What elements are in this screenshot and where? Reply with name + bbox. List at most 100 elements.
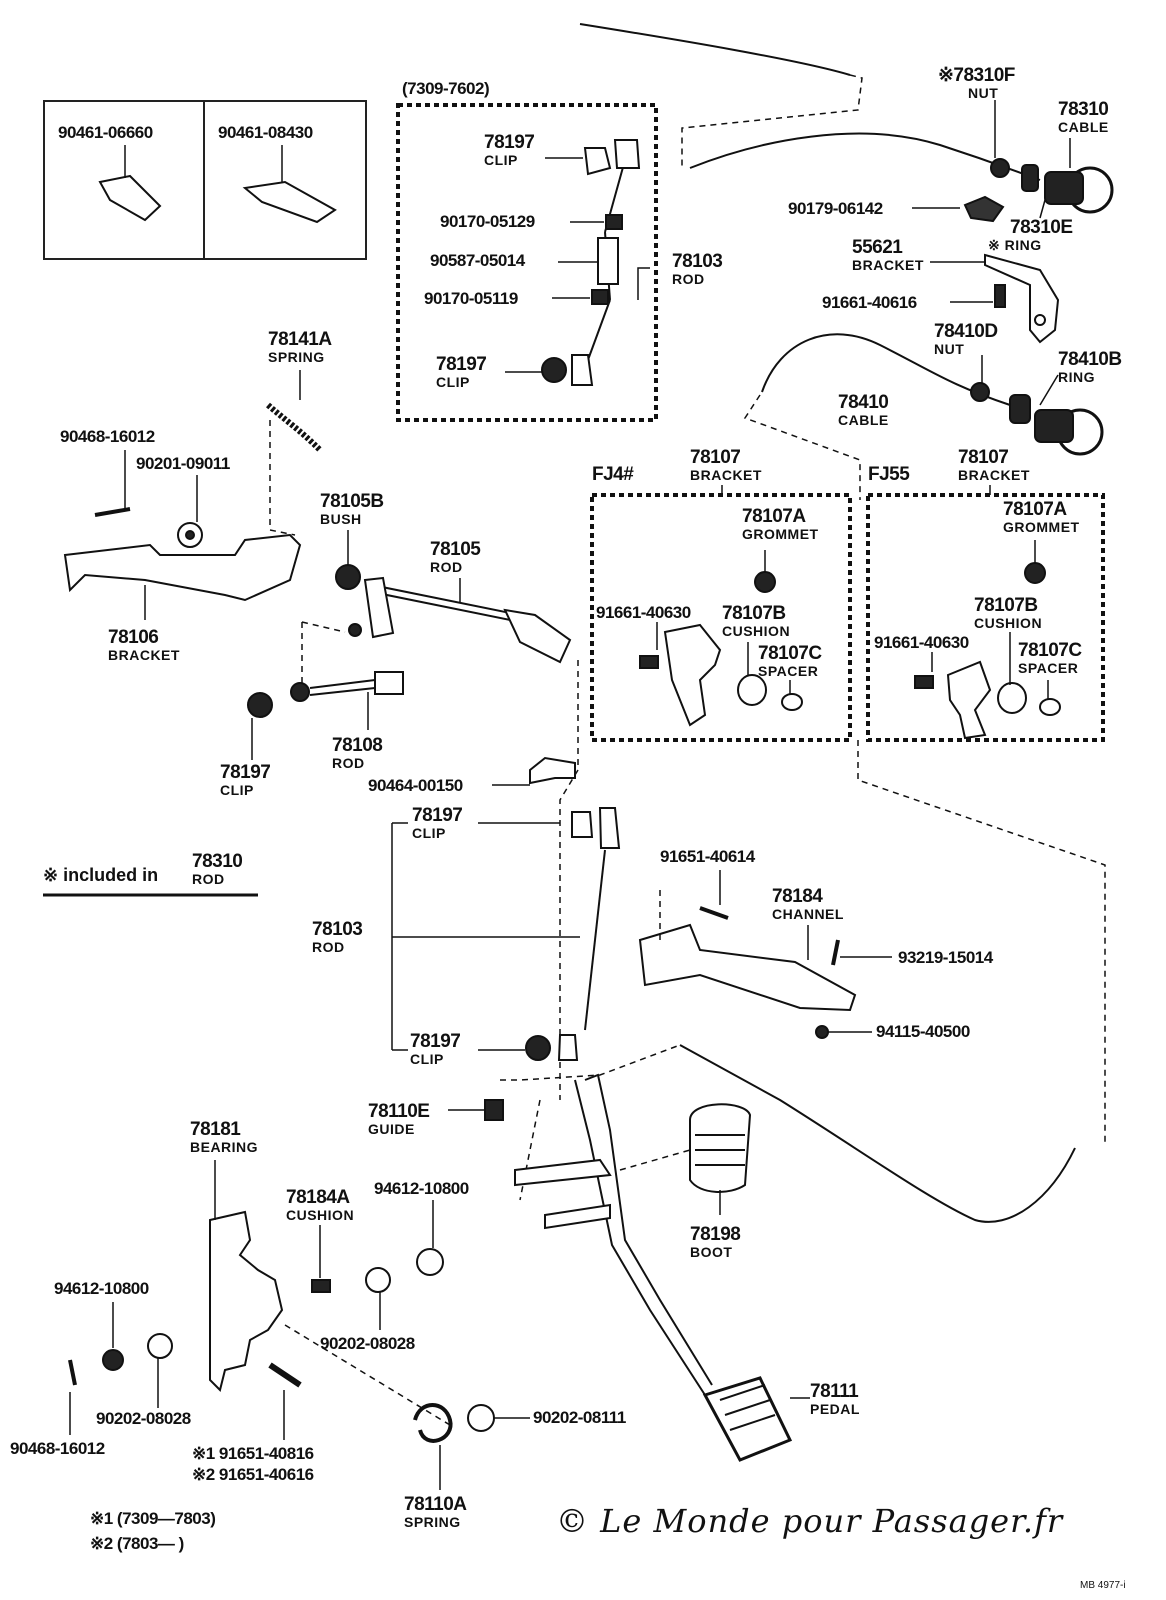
fj55-box-frame	[866, 493, 1105, 742]
bolt-91651-40816	[268, 1362, 302, 1388]
label-91651-40614: 91651-40614	[660, 847, 755, 866]
bracket-55621	[984, 253, 1060, 344]
label-90587-05014: 90587-05014	[430, 251, 525, 270]
leader-boot	[619, 1149, 691, 1171]
boot-ribs	[695, 1134, 745, 1166]
fj55-label: FJ55	[868, 464, 910, 485]
washer-94612-a	[416, 1248, 444, 1276]
nut-94115	[815, 1025, 829, 1039]
cable-78410	[761, 333, 1104, 456]
fj4-label: FJ4#	[592, 464, 634, 485]
washer-90201-hole	[185, 530, 195, 540]
leader-guide	[500, 1044, 681, 1081]
spring-78110a	[413, 1403, 453, 1443]
cable-to-pedal	[679, 1044, 1076, 1223]
label-90202-08028-left: 90202-08028	[96, 1409, 191, 1428]
bracket-fj55	[946, 660, 992, 740]
footnote-1: ※1 (7309—7803)	[90, 1509, 216, 1528]
leader-spring	[269, 420, 296, 536]
bush-78105b	[335, 564, 361, 590]
guide-78110e	[484, 1099, 504, 1121]
inset-clips-box	[43, 100, 367, 260]
label-90179-06142: 90179-06142	[788, 199, 883, 218]
label-93219-15014: 93219-15014	[898, 948, 993, 967]
label-90170-05129: 90170-05129	[440, 212, 535, 231]
clip-90461-08430	[242, 180, 337, 224]
cable-78310-wire	[579, 23, 1041, 181]
boot-78198	[689, 1103, 752, 1193]
included-note: ※ included in	[43, 866, 158, 884]
leader-78410	[743, 394, 861, 500]
leader-rod-main	[519, 660, 579, 1201]
cushion-fj4	[737, 674, 767, 706]
label-94115-40500: 94115-40500	[876, 1022, 970, 1041]
label-91661-40616: 91661-40616	[822, 293, 917, 312]
rod-78105	[348, 576, 572, 664]
pedal-arm-78111	[514, 1073, 793, 1462]
washer-90202-08028-b	[147, 1333, 173, 1359]
bracket-78106	[63, 533, 302, 602]
label-91651-40816: ※1 91651-40816	[192, 1444, 314, 1463]
grommet-fj4	[754, 571, 776, 593]
grommet-fj55	[1024, 562, 1046, 584]
bracket-line-78103	[391, 822, 580, 1051]
label-90202-08111: 90202-08111	[533, 1408, 626, 1427]
spring-78141a	[266, 402, 323, 453]
washer-90202-08028-a	[365, 1267, 391, 1293]
leader-cable-right	[857, 740, 1106, 1145]
inset-right-part: 90461-08430	[218, 123, 313, 142]
label-91661-40630-fj4: 91661-40630	[596, 603, 691, 622]
pin-90468-lower	[68, 1359, 77, 1386]
label-90468-16012-lower: 90468-16012	[10, 1439, 105, 1458]
label-90170-05119: 90170-05119	[424, 289, 518, 308]
label-90468-16012-top: 90468-16012	[60, 427, 155, 446]
spacer-fj4	[781, 693, 803, 711]
bracket-hole	[1034, 314, 1046, 326]
washer-94612-b	[102, 1349, 124, 1371]
bolt-91661-40616	[994, 284, 1006, 308]
label-91651-40616: ※2 91651-40616	[192, 1465, 314, 1484]
included-text: included in	[63, 865, 159, 885]
bearing-78181	[209, 1210, 284, 1392]
clip-78197-mid	[247, 692, 273, 718]
rod-78108	[290, 671, 404, 702]
spacer-fj55	[1039, 698, 1061, 716]
cushion-fj55	[997, 682, 1027, 714]
included-symbol: ※	[43, 865, 59, 885]
bracket-fj4	[663, 623, 722, 727]
cable-78310-knob	[990, 158, 1114, 214]
fj4-box-frame	[590, 493, 852, 742]
inset-divider	[203, 102, 205, 258]
pin-90468-top	[94, 507, 131, 517]
bolt-91651-40614	[699, 906, 729, 920]
drawing-number: MB 4977-i	[1080, 1580, 1126, 1591]
label-90201-09011: 90201-09011	[136, 454, 230, 473]
